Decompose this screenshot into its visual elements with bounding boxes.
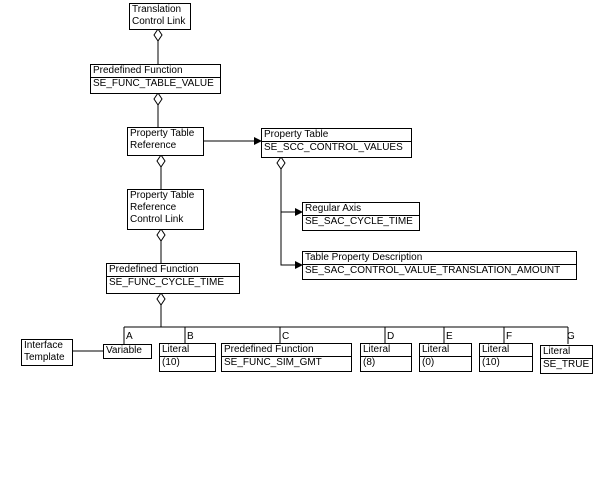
- node-kind: Property Table: [264, 129, 329, 140]
- literal-e-node[interactable]: Literal (0): [419, 343, 472, 372]
- node-name: SE_FUNC_CYCLE_TIME: [107, 276, 239, 289]
- predefined-function-cycle-time-node[interactable]: Predefined Function SE_FUNC_CYCLE_TIME: [106, 263, 240, 294]
- argument-label-d: D: [387, 331, 394, 342]
- node-kind: Predefined Function: [109, 264, 199, 275]
- node-name: (8): [361, 356, 411, 369]
- node-name: SE_FUNC_SIM_GMT: [222, 356, 351, 369]
- literal-d-node[interactable]: Literal (8): [360, 343, 412, 372]
- connector-pt-axis: [280, 169, 303, 216]
- node-name: SE_FUNC_TABLE_VALUE: [91, 77, 220, 90]
- node-label-line: Template: [24, 352, 65, 363]
- literal-f-node[interactable]: Literal (10): [479, 343, 533, 372]
- argument-label-g: G: [567, 331, 575, 342]
- aggregation-diamond-icon: [156, 292, 166, 306]
- node-label-line: Property Table: [130, 190, 195, 201]
- connector-pt-tpd: [280, 212, 303, 269]
- argument-label-c: C: [282, 331, 289, 342]
- argument-label-b: B: [187, 331, 194, 342]
- node-label-line: Translation: [132, 4, 182, 15]
- literal-g-node[interactable]: Literal SE_TRUE: [540, 345, 593, 374]
- regular-axis-node[interactable]: Regular Axis SE_SAC_CYCLE_TIME: [302, 202, 420, 231]
- literal-b-node[interactable]: Literal (10): [159, 343, 216, 372]
- node-kind: Literal: [422, 344, 450, 355]
- node-name: (0): [420, 356, 471, 369]
- node-name: SE_SAC_CONTROL_VALUE_TRANSLATION_AMOUNT: [303, 264, 576, 277]
- table-property-description-node[interactable]: Table Property Description SE_SAC_CONTRO…: [302, 251, 577, 280]
- node-label-line: Reference: [130, 140, 177, 151]
- aggregation-diamond-icon: [153, 28, 163, 42]
- node-name: SE_TRUE: [541, 358, 592, 371]
- argument-label-f: F: [506, 331, 512, 342]
- aggregation-diamond-icon: [153, 92, 163, 106]
- node-name: (10): [160, 356, 215, 369]
- property-table-reference-node[interactable]: Property Table Reference: [127, 127, 204, 156]
- node-kind: Literal: [482, 344, 510, 355]
- node-label-line: Control Link: [130, 214, 184, 225]
- node-label-line: Variable: [106, 345, 142, 356]
- argument-label-e: E: [446, 331, 453, 342]
- predefined-function-table-value-node[interactable]: Predefined Function SE_FUNC_TABLE_VALUE: [90, 64, 221, 94]
- node-kind: Table Property Description: [305, 252, 423, 263]
- aggregation-diamond-icon: [276, 156, 286, 170]
- node-label-line: Reference: [130, 202, 177, 213]
- node-name: (10): [480, 356, 532, 369]
- property-table-reference-control-link-node[interactable]: Property Table Reference Control Link: [127, 189, 204, 230]
- aggregation-diamond-icon: [156, 228, 166, 242]
- predefined-function-sim-gmt-node[interactable]: Predefined Function SE_FUNC_SIM_GMT: [221, 343, 352, 372]
- argument-label-a: A: [126, 331, 133, 342]
- node-label-line: Interface: [24, 340, 63, 351]
- variable-node[interactable]: Variable: [103, 344, 152, 359]
- node-name: SE_SCC_CONTROL_VALUES: [262, 141, 411, 154]
- aggregation-diamond-icon: [156, 154, 166, 168]
- interface-template-node[interactable]: Interface Template: [21, 339, 73, 366]
- node-name: SE_SAC_CYCLE_TIME: [303, 215, 419, 228]
- node-kind: Predefined Function: [93, 65, 183, 76]
- translation-control-link-node[interactable]: Translation Control Link: [129, 3, 191, 30]
- node-kind: Literal: [543, 346, 571, 357]
- property-table-node[interactable]: Property Table SE_SCC_CONTROL_VALUES: [261, 128, 412, 158]
- node-label-line: Control Link: [132, 16, 186, 27]
- node-kind: Literal: [162, 344, 190, 355]
- node-kind: Predefined Function: [224, 344, 314, 355]
- node-label-line: Property Table: [130, 128, 195, 139]
- node-kind: Regular Axis: [305, 203, 362, 214]
- node-kind: Literal: [363, 344, 391, 355]
